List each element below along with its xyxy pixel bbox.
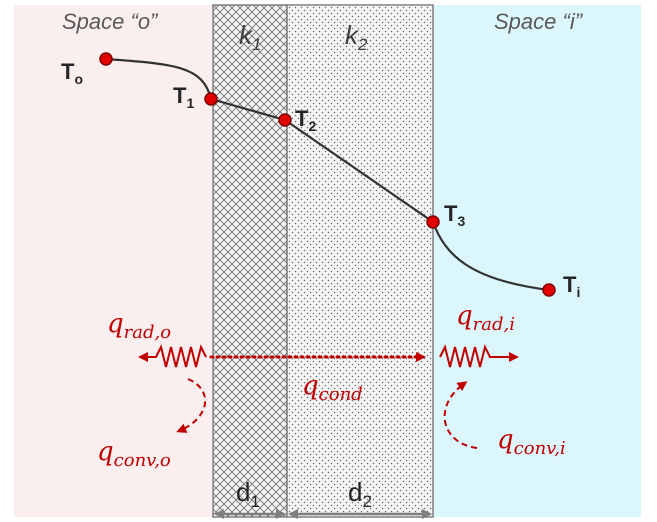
k2-label: k2 [345,20,368,54]
label-T2: T2 [295,106,316,134]
node-T3 [426,215,440,229]
q-cond-label: qcond [302,371,363,405]
q-conv-i-label: qconv,i [497,425,566,459]
radiation-wave-outside [138,344,207,368]
q-rad-o-label: qrad,o [107,309,171,343]
layer-1-wall [212,4,288,518]
inside-space [433,5,641,517]
inside-space-label: Space “i” [494,9,584,34]
q-conv-o-label: qconv,o [97,437,171,471]
label-To: To [61,59,83,87]
label-Ti: Ti [563,272,580,300]
temperature-profile-line [105,57,550,292]
k1-label: k1 [239,20,261,54]
node-Ti [542,283,556,297]
layer-2-wall [286,4,434,518]
node-To [99,52,113,66]
node-T2 [278,113,292,127]
d1-label: d1 [236,477,260,511]
label-T1: T1 [173,83,194,111]
convection-arrow-inside [443,381,478,449]
radiation-wave-inside [439,344,519,368]
outside-space-label: Space “o” [62,9,159,34]
label-T3: T3 [444,201,465,229]
node-T1 [204,92,218,106]
q-rad-i-label: qrad,i [456,301,515,335]
convection-arrow-outside [176,378,206,433]
d2-label: d2 [348,477,372,511]
